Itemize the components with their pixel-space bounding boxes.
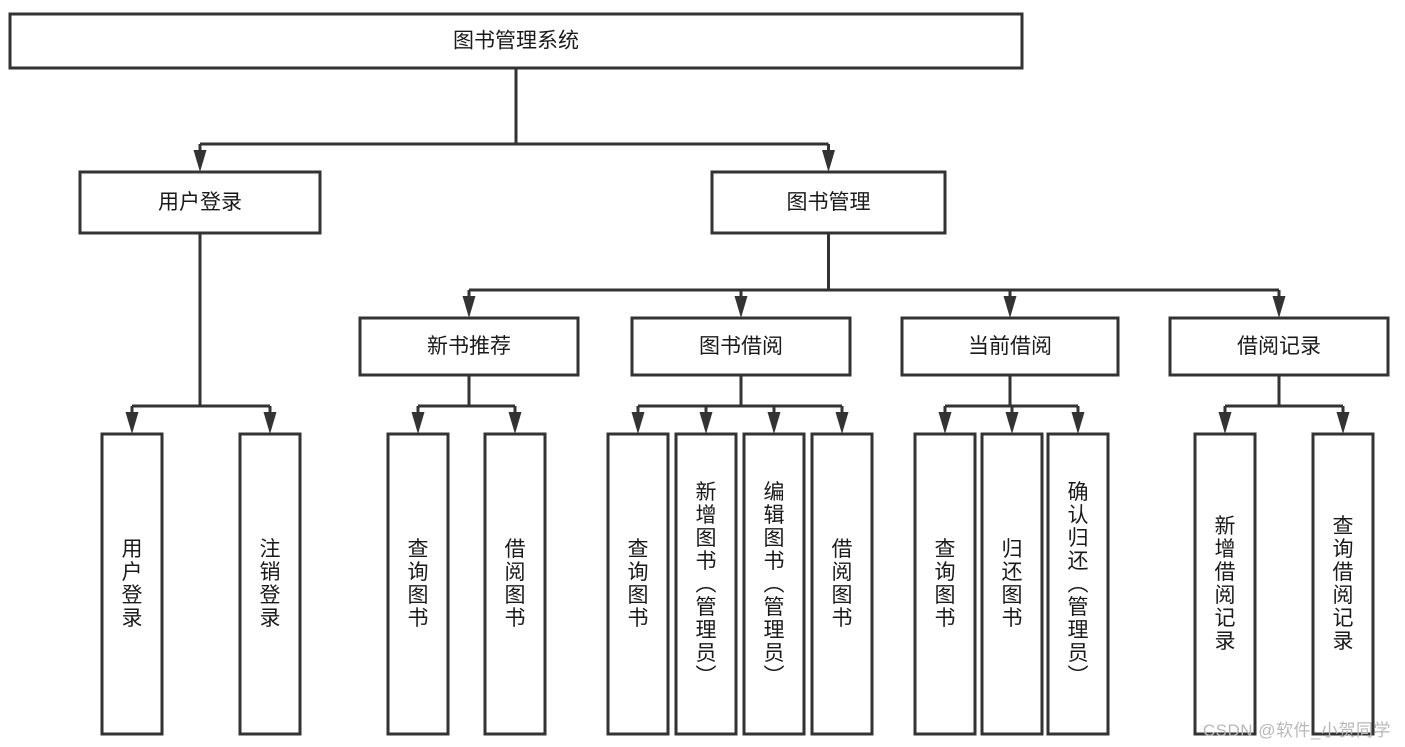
node-box-leaf-borrow-book-1[interactable] <box>483 432 547 736</box>
node-box-leaf-user-login[interactable] <box>100 432 164 736</box>
node-box-leaf-add-book[interactable] <box>674 432 738 736</box>
node-box-current-borrow[interactable] <box>900 316 1120 377</box>
node-box-leaf-edit-book[interactable] <box>742 432 806 736</box>
node-label-user-login: 用户登录 <box>158 191 242 214</box>
node-box-leaf-borrow-book-2[interactable] <box>810 432 874 736</box>
connector-arrowhead <box>699 412 713 434</box>
connector-arrowhead <box>263 412 277 434</box>
connector-arrowhead <box>1272 296 1286 318</box>
node-box-root[interactable] <box>8 12 1024 70</box>
node-box-leaf-logout[interactable] <box>238 432 302 736</box>
connector-arrowhead <box>734 296 748 318</box>
node-label-book-manage: 图书管理 <box>787 191 871 214</box>
connector-arrowhead <box>411 412 425 434</box>
connector-arrowhead <box>835 412 849 434</box>
node-label-root: 图书管理系统 <box>453 30 579 53</box>
node-box-leaf-query-record[interactable] <box>1311 432 1375 736</box>
node-box-leaf-add-record[interactable] <box>1193 432 1257 736</box>
node-box-borrow-record[interactable] <box>1168 316 1390 377</box>
connector-arrowhead <box>508 412 522 434</box>
node-box-book-manage[interactable] <box>710 170 947 235</box>
node-box-leaf-return-book[interactable] <box>980 432 1044 736</box>
connector-arrowhead <box>631 412 645 434</box>
node-box-leaf-query-book-2[interactable] <box>606 432 670 736</box>
connector-arrowhead <box>1005 412 1019 434</box>
node-label-current-borrow: 当前借阅 <box>968 335 1052 358</box>
node-box-layer <box>8 12 1390 736</box>
node-box-leaf-confirm-return[interactable] <box>1046 432 1110 736</box>
node-label-borrow-record: 借阅记录 <box>1237 335 1321 358</box>
connector-arrowhead <box>1071 412 1085 434</box>
connector-arrowhead <box>1218 412 1232 434</box>
connector-arrowhead <box>1336 412 1350 434</box>
watermark-text: CSDN @软件_小贺同学 <box>1202 721 1391 740</box>
connector-layer <box>125 68 1350 434</box>
node-box-book-borrow[interactable] <box>630 316 852 377</box>
connector-arrowhead <box>193 150 207 172</box>
connector-arrowhead <box>938 412 952 434</box>
node-box-leaf-query-book-1[interactable] <box>386 432 450 736</box>
node-box-leaf-query-book-3[interactable] <box>913 432 977 736</box>
connector-arrowhead <box>125 412 139 434</box>
connector-arrowhead <box>1003 296 1017 318</box>
connector-arrowhead <box>822 150 835 172</box>
node-label-book-borrow: 图书借阅 <box>699 335 783 358</box>
node-box-new-book-recommend[interactable] <box>358 316 580 377</box>
node-label-new-book-recommend: 新书推荐 <box>427 335 511 358</box>
connector-arrowhead <box>462 296 476 318</box>
node-box-user-login[interactable] <box>78 170 322 235</box>
connector-arrowhead <box>767 412 781 434</box>
